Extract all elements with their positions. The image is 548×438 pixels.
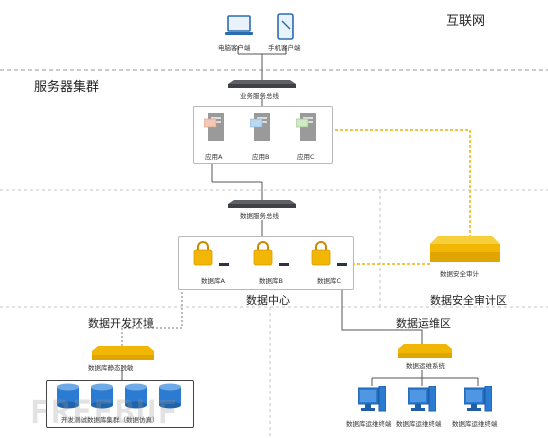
db-status-indicator — [279, 263, 289, 266]
switch-icon — [228, 80, 296, 88]
ops-terminal-label-3: 数据库运维终端 — [452, 420, 498, 428]
audit-appliance-icon — [430, 236, 500, 262]
mobile-client-label: 手机客户端 — [268, 44, 301, 52]
database-lock-icon — [309, 241, 333, 267]
server-label-b: 应用B — [252, 153, 270, 161]
dev-cluster-label: 开发测试数据库集群（数据仿真） — [61, 416, 159, 424]
db-label-c: 数据库C — [317, 277, 342, 285]
ops-terminal-label-1: 数据库运维终端 — [346, 420, 392, 428]
zone-label-internet: 互联网 — [446, 14, 486, 29]
db-label-b: 数据库B — [259, 277, 283, 285]
laptop-icon — [225, 15, 253, 39]
server-label-a: 应用A — [205, 153, 223, 161]
database-cylinder-icon — [57, 383, 181, 409]
desktop-computer-icon — [464, 386, 492, 414]
mobile-phone-icon — [276, 13, 296, 41]
db-status-indicator — [219, 263, 229, 266]
zone-label-server-cluster: 服务器集群 — [34, 80, 100, 95]
ops-appliance-icon — [398, 344, 452, 358]
zone-label-data-center: 数据中心 — [246, 294, 290, 307]
ops-system-label: 数据运维系统 — [406, 362, 445, 370]
business-bus-label: 业务服务总线 — [240, 92, 279, 100]
server-icon — [296, 113, 318, 143]
db-status-indicator — [337, 263, 347, 266]
data-bus-label: 数据服务总线 — [240, 212, 279, 220]
pc-client-label: 电脑客户端 — [218, 44, 251, 52]
zone-label-dev-env: 数据开发环境 — [88, 317, 154, 330]
desensitize-label: 数据库静态脱敏 — [88, 364, 134, 372]
switch-icon — [228, 200, 296, 208]
database-panel: 数据库A 数据库B 数据库C — [178, 236, 354, 290]
db-label-a: 数据库A — [201, 277, 225, 285]
desktop-computer-icon — [408, 386, 436, 414]
desensitize-appliance-icon — [92, 346, 154, 360]
ops-terminal-label-2: 数据库运维终端 — [396, 420, 442, 428]
watermark: FREEBUF — [30, 393, 179, 431]
desktop-computer-icon — [358, 386, 386, 414]
zone-label-ops: 数据运维区 — [396, 317, 451, 330]
dev-cluster-box: 开发测试数据库集群（数据仿真） — [46, 380, 194, 428]
database-lock-icon — [191, 241, 215, 267]
server-cluster-panel: 应用A 应用B 应用C — [193, 106, 333, 164]
server-icon — [250, 113, 272, 143]
database-lock-icon — [251, 241, 275, 267]
zone-label-security-audit: 数据安全审计区 — [430, 294, 507, 307]
server-icon — [204, 113, 226, 143]
server-label-c: 应用C — [297, 153, 315, 161]
audit-label: 数据安全审计 — [440, 270, 479, 278]
